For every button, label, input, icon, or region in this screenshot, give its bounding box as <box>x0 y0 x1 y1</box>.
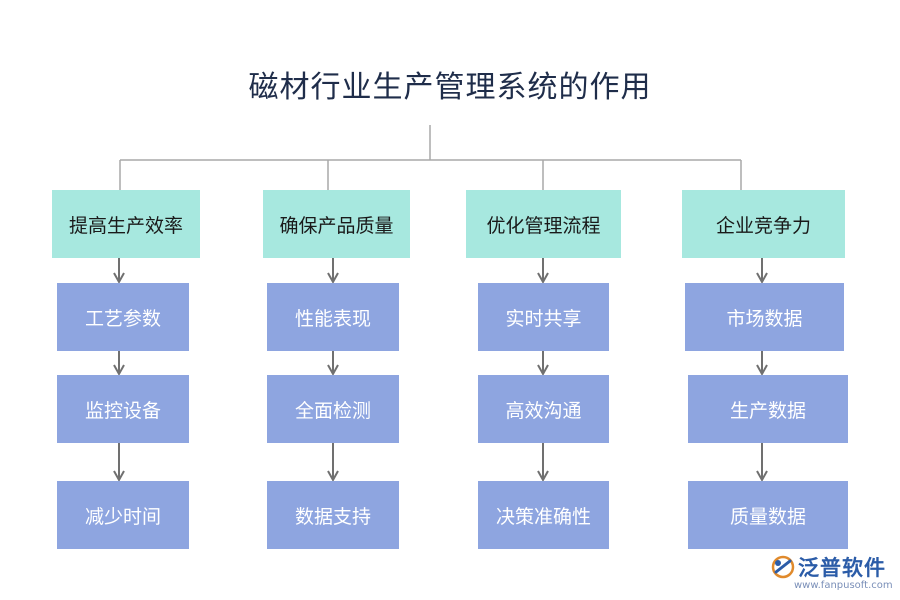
item-box-1-3: 减少时间 <box>57 481 189 549</box>
item-box-2-2: 全面检测 <box>267 375 399 443</box>
item-box-3-3: 决策准确性 <box>478 481 609 549</box>
item-box-4-1: 市场数据 <box>685 283 844 351</box>
item-box-3-2: 高效沟通 <box>478 375 609 443</box>
item-box-4-3: 质量数据 <box>688 481 848 549</box>
logo-icon <box>771 555 795 579</box>
header-box-1: 提高生产效率 <box>52 190 200 258</box>
item-box-1-1: 工艺参数 <box>57 283 189 351</box>
arrow-head-1-2 <box>113 364 125 377</box>
arrow-head-3-1 <box>537 272 549 285</box>
item-box-2-3: 数据支持 <box>267 481 399 549</box>
arrow-head-2-1 <box>327 272 339 285</box>
arrow-head-4-1 <box>756 272 768 285</box>
arrow-head-1-1 <box>113 272 125 285</box>
arrow-head-3-3 <box>537 470 549 483</box>
brand-logo: 泛普软件 www.fanpusoft.com <box>770 552 895 597</box>
arrow-head-4-2 <box>756 364 768 377</box>
item-box-3-1: 实时共享 <box>478 283 609 351</box>
arrow-head-3-2 <box>537 364 549 377</box>
logo-name: 泛普软件 <box>798 556 886 580</box>
logo-url: www.fanpusoft.com <box>794 580 893 591</box>
arrow-head-2-2 <box>327 364 339 377</box>
header-box-2: 确保产品质量 <box>263 190 410 258</box>
arrows-group <box>113 258 768 483</box>
item-box-4-2: 生产数据 <box>688 375 848 443</box>
header-box-3: 优化管理流程 <box>466 190 621 258</box>
arrow-head-4-3 <box>756 470 768 483</box>
arrow-head-1-3 <box>113 470 125 483</box>
item-box-2-1: 性能表现 <box>267 283 399 351</box>
header-box-4: 企业竞争力 <box>682 190 845 258</box>
diagram-title: 磁材行业生产管理系统的作用 <box>248 70 652 105</box>
item-box-1-2: 监控设备 <box>57 375 189 443</box>
arrow-head-2-3 <box>327 470 339 483</box>
